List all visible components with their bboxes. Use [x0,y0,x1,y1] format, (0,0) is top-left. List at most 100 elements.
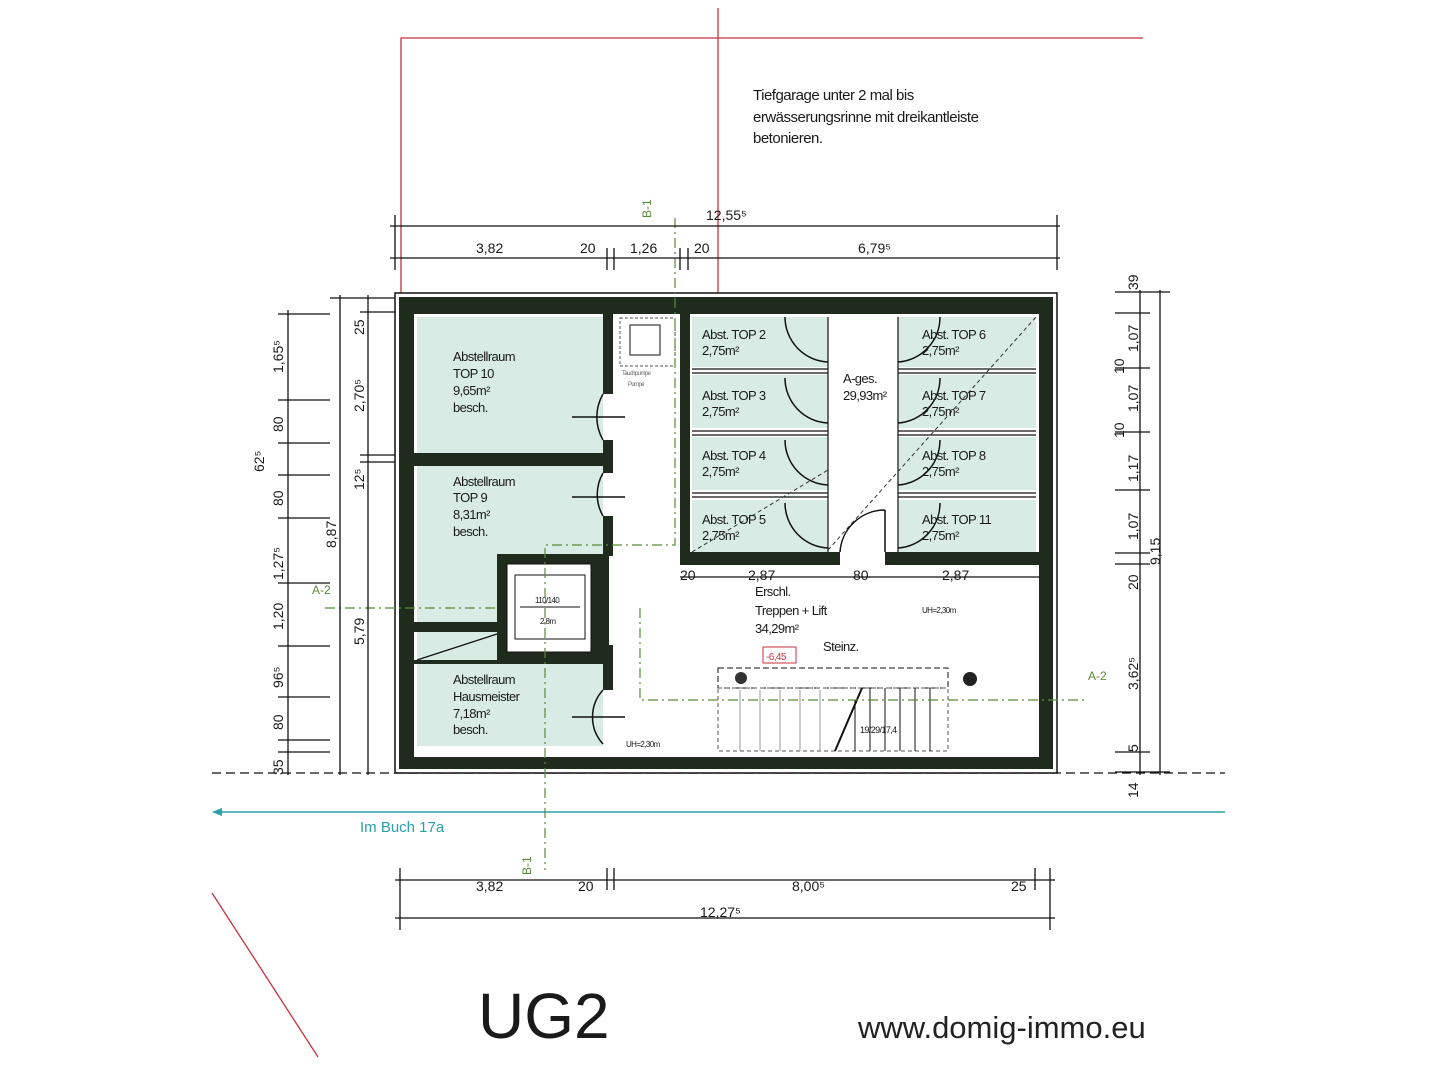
label: 2,75m² [702,404,740,419]
dimension-lines [278,215,1170,930]
website-link[interactable]: www.domig-immo.eu [857,1010,1146,1045]
label: Abst. TOP 2 [702,327,766,342]
label: 5 [1125,744,1141,752]
label: 6,79⁵ [858,240,891,256]
label: 1,07 [1125,385,1141,412]
label: 10 [1111,422,1127,438]
label: B-1 [520,856,534,875]
label: 1,17 [1125,455,1141,482]
label: 9,15 [1147,538,1163,565]
label: 9,65m² [453,383,491,398]
section-lines: B-1 B-1 A-2 A-2 [312,199,1107,875]
label: 1,65⁵ [270,340,286,373]
label: Abst. TOP 6 [922,327,986,342]
label: 1,27⁵ [270,547,286,580]
label: Abst. TOP 4 [702,448,766,463]
label: 20 [580,240,596,256]
label: 34,29m² [755,621,800,636]
label: 2,87 [942,567,969,583]
label: 19/29/17,4 [860,725,897,735]
label: A-2 [312,583,331,597]
label: Erschl. [755,584,791,599]
label: 12,55⁵ [706,207,747,223]
label: UH=2,30m [922,606,957,615]
label: 29,93m² [843,388,888,403]
doors [572,316,941,745]
label: 35 [270,759,286,775]
label: TOP 10 [453,366,494,381]
label: Abstellraum [453,474,515,489]
label: 3,82 [476,878,503,894]
label: 2,75m² [702,464,740,479]
label: 5,79 [351,618,367,645]
label: 3,62⁵ [1125,657,1141,690]
label: 80 [853,567,869,583]
label: 1,26 [630,240,657,256]
label: 2,8m [540,617,556,626]
label: TOP 9 [453,490,487,505]
label: 12⁵ [351,469,367,490]
label: 110/140 [535,596,560,605]
room-labels: Abstellraum TOP 10 9,65m² besch. Abstell… [453,327,992,749]
dimension-labels: 12,55⁵ 3,82 20 1,26 20 6,79⁵ 20 2,87 80 … [251,207,1163,920]
label: 96⁵ [270,667,286,688]
label: 20 [578,878,594,894]
construction-note: Tiefgarage unter 2 mal bis erwässerungsr… [753,87,979,147]
label: 12,27⁵ [700,904,741,920]
label: 8,31m² [453,507,491,522]
label: A-ges. [843,371,877,386]
label: 20 [694,240,710,256]
label: B-1 [640,199,654,218]
label: 25 [1011,878,1027,894]
label: 20 [1125,574,1141,590]
label: 20 [680,567,696,583]
label: 7,18m² [453,706,491,721]
label: 80 [270,490,286,506]
label: 39 [1125,274,1141,290]
label: Abstellraum [453,672,515,687]
label: Abst. TOP 7 [922,388,986,403]
label: 10 [1111,358,1127,374]
label: 8,87 [323,521,339,548]
label: 80 [270,714,286,730]
room-hausmeister [417,664,603,746]
label: Abstellraum [453,349,515,364]
label: 80 [270,416,286,432]
label: 14 [1125,782,1141,798]
label: Abst. TOP 8 [922,448,986,463]
label: Abst. TOP 11 [922,512,992,527]
label: Hausmeister [453,689,521,704]
label: Abst. TOP 3 [702,388,766,403]
room-top9 [417,466,603,556]
label: Pumpe [628,382,645,388]
staircase [717,667,977,752]
label: Treppen + Lift [755,603,828,618]
street-name: Im Buch 17a [360,819,445,836]
label: Steinz. [823,639,859,654]
label: A-2 [1088,669,1107,683]
label: Tauchpumpe [622,371,652,377]
label: 3,82 [476,240,503,256]
label: 8,00⁵ [792,878,825,894]
label: 2,75m² [922,404,960,419]
label: 1,20 [270,603,286,630]
label: UH=2,30m [626,740,661,749]
label: -6,45 [766,652,787,663]
arrow-icon [212,808,222,816]
label: 2,70⁵ [351,379,367,412]
room-top10 [417,317,603,453]
label: 62⁵ [251,451,267,472]
label: Tiefgarage unter 2 mal bis [753,87,914,104]
label: 2,87 [748,567,775,583]
label: 1,07 [1125,325,1141,352]
label: 2,75m² [922,343,960,358]
label: besch. [453,722,488,737]
label: erwässerungsrinne mit dreikantleiste [753,109,979,126]
label: 1,07 [1125,513,1141,540]
label: 2,75m² [702,343,740,358]
label: betonieren. [753,130,823,147]
label: 2,75m² [922,528,960,543]
label: besch. [453,400,488,415]
floor-title: UG2 [478,980,610,1052]
